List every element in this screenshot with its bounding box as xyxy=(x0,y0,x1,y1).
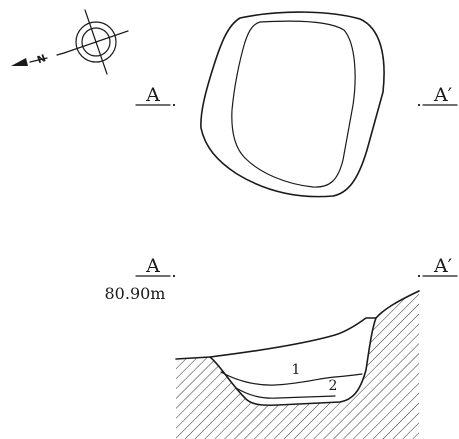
ground-surface-line xyxy=(175,317,377,360)
pit-plan xyxy=(200,11,385,198)
layer-boundary-line xyxy=(220,371,363,386)
layer-1-label: 1 xyxy=(292,362,301,378)
plan-section-label-a: A xyxy=(145,84,160,106)
plan-section-line-left: A xyxy=(135,84,176,107)
pit-plan-outer-outline xyxy=(200,11,385,198)
layer-2-label: 2 xyxy=(329,378,338,394)
plan-section-label-a-prime: A′ xyxy=(433,84,452,106)
north-arrow-icon: N xyxy=(11,9,129,75)
pit-profile-outline xyxy=(209,290,420,407)
undisturbed-soil-hatch xyxy=(176,291,419,439)
profile-section-line-right: A′ xyxy=(417,255,458,278)
profile-section-label-a-prime: A′ xyxy=(433,255,452,277)
layer-2-base-line xyxy=(235,387,336,399)
profile-section-label-a: A xyxy=(145,255,160,277)
plan-section-line-right: A′ xyxy=(417,84,458,107)
pit-profile: 1 2 xyxy=(175,290,420,439)
pit-plan-inner-outline xyxy=(231,20,356,188)
profile-section-line-left: A 80.90m xyxy=(105,255,176,303)
elevation-label: 80.90m xyxy=(105,284,166,303)
north-label: N xyxy=(36,53,48,66)
